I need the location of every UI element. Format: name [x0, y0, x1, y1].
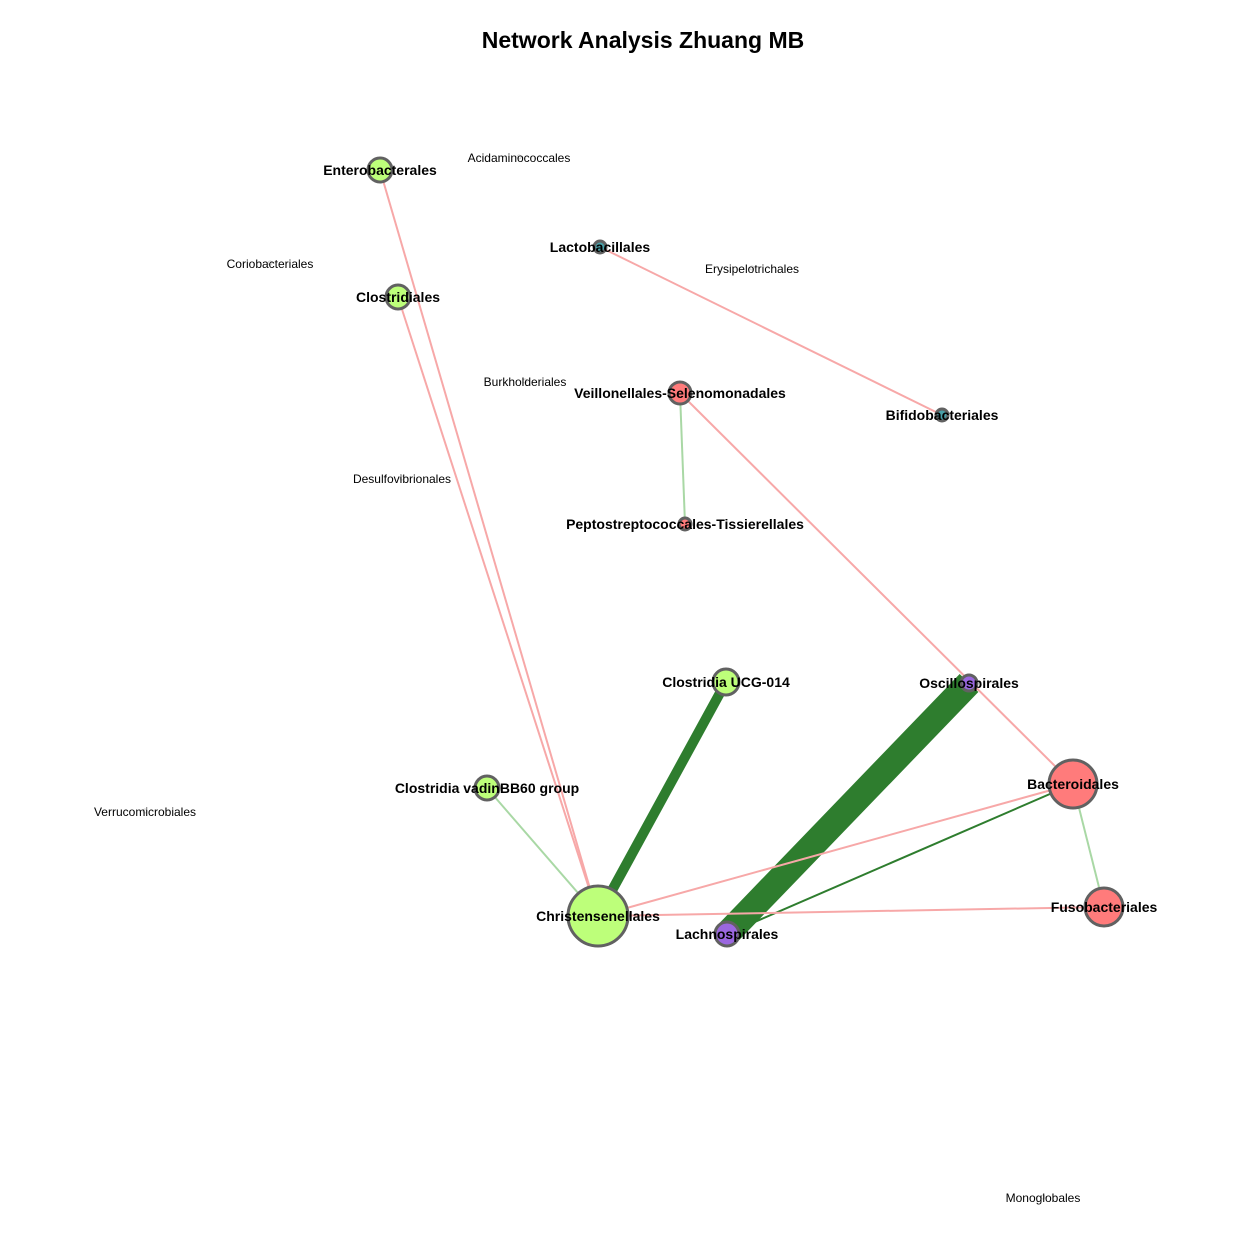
node-label-fusobacteriales: Fusobacteriales	[1051, 899, 1158, 915]
edge-veillonellales-peptostreptococcales	[679, 392, 686, 525]
edge-lactobacillales-bifidobacteriales	[599, 246, 943, 416]
edge-clostridia_ucg014-christensenellales	[593, 679, 731, 919]
edge-bacteroidales-christensenellales	[597, 783, 1074, 917]
node-lactobacillales	[592, 239, 608, 255]
node-verrucomicrobiales	[142, 808, 148, 814]
edge-clostridiales-christensenellales	[397, 296, 599, 917]
node-label-christensenellales: Christensenellales	[536, 908, 660, 924]
node-label-verrucomicrobiales: Verrucomicrobiales	[94, 805, 196, 819]
node-label-peptostreptococcales: Peptostreptococcales-Tissierellales	[566, 516, 804, 532]
node-clostridiales	[384, 283, 412, 311]
node-label-clostridia_vadin: Clostridia vadinBB60 group	[395, 780, 579, 796]
label-layer: Enterobacterales AcidaminococcalesLactoba…	[94, 151, 1158, 1205]
node-label-lachnospirales: Lachnospirales	[676, 926, 779, 942]
node-label-lactobacillales: Lactobacillales	[550, 239, 651, 255]
node-veillonellales	[667, 380, 693, 406]
node-label-bacteroidales: Bacteroidales	[1027, 776, 1119, 792]
node-label-veillonellales: Veillonellales-Selenomonadales	[574, 385, 786, 401]
node-peptostreptococcales	[677, 516, 693, 532]
node-label-oscillospirales: Oscillospirales	[919, 675, 1019, 691]
node-label-clostridia_ucg014: Clostridia UCG-014	[662, 674, 790, 690]
node-layer	[142, 154, 1125, 1200]
node-desulfovibrionales	[399, 475, 405, 481]
edge-layer	[379, 169, 1105, 944]
node-fusobacteriales	[1083, 886, 1125, 928]
node-bifidobacteriales	[934, 407, 950, 423]
node-monoglobales	[1040, 1194, 1046, 1200]
edge-oscillospirales-lachnospirales	[717, 673, 979, 944]
node-enterobacterales	[366, 156, 394, 184]
edge-christensenellales-fusobacteriales	[597, 906, 1105, 917]
node-label-coriobacteriales: Coriobacteriales	[227, 257, 314, 271]
node-label-erysipelotrichales: Erysipelotrichales	[705, 262, 799, 276]
node-acidaminococcales	[516, 154, 522, 160]
node-label-burkholderiales: Burkholderiales	[484, 375, 567, 389]
node-lachnospirales	[713, 920, 741, 948]
node-christensenellales	[566, 884, 630, 948]
edge-veillonellales-bacteroidales	[679, 392, 1074, 785]
node-label-acidaminococcales: Acidaminococcales	[468, 151, 571, 165]
edge-enterobacterales-christensenellales	[379, 169, 599, 917]
node-label-desulfovibrionales: Desulfovibrionales	[353, 472, 451, 486]
node-label-bifidobacteriales: Bifidobacteriales	[886, 407, 999, 423]
node-clostridia_vadin	[473, 774, 501, 802]
node-burkholderiales	[522, 378, 528, 384]
edge-bacteroidales-lachnospirales	[726, 783, 1074, 935]
node-label-enterobacterales: Enterobacterales	[323, 162, 437, 178]
node-coriobacteriales	[267, 260, 273, 266]
node-label-clostridiales: Clostridiales	[356, 289, 440, 305]
node-label-monoglobales: Monoglobales	[1006, 1191, 1081, 1205]
node-erysipelotrichales	[749, 265, 755, 271]
node-bacteroidales	[1047, 758, 1099, 810]
diagram-title: Network Analysis Zhuang MB	[482, 27, 804, 53]
node-clostridia_ucg014	[711, 667, 741, 697]
node-oscillospirales	[959, 673, 979, 693]
